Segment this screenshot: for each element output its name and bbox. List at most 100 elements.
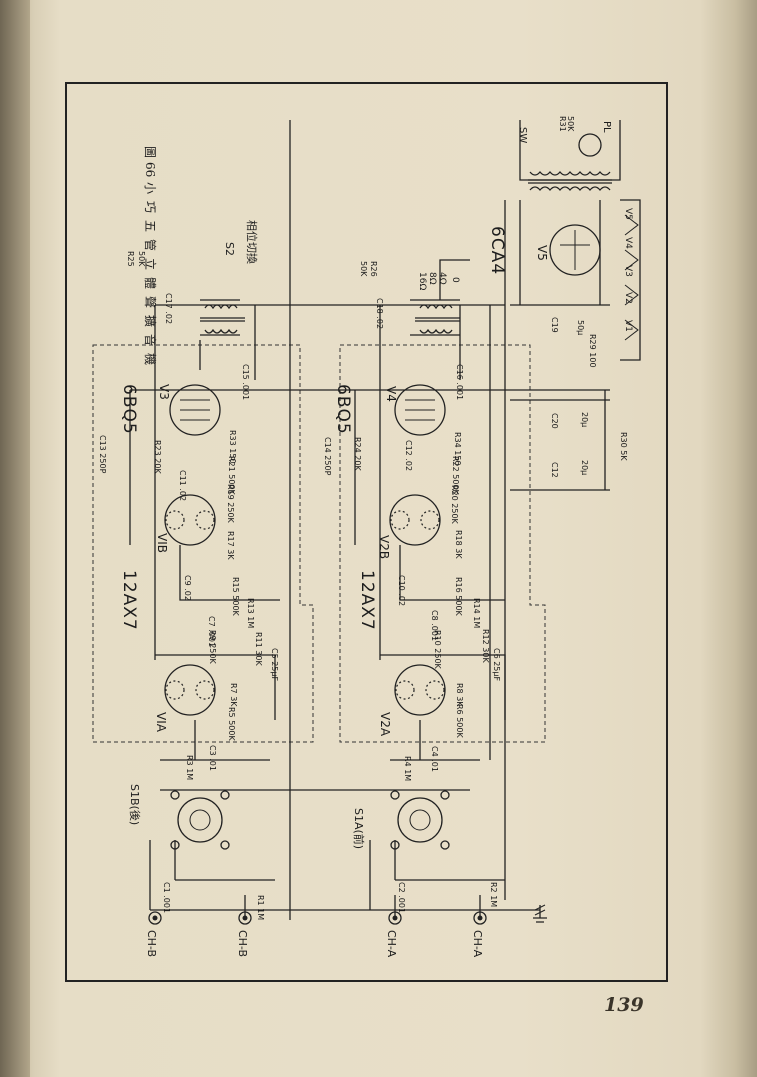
svg-text:V1: V1 xyxy=(623,320,633,332)
pilot-lamp xyxy=(578,133,602,157)
svg-text:V5: V5 xyxy=(535,245,549,261)
svg-text:0: 0 xyxy=(450,277,460,283)
svg-text:16Ω: 16Ω xyxy=(417,272,427,290)
svg-text:C17 .02: C17 .02 xyxy=(164,293,173,324)
tube-type-labels: 12AX7 12AX7 6BQ5 6BQ5 6CA4 xyxy=(119,226,507,631)
svg-text:C5 25μF: C5 25μF xyxy=(270,648,279,681)
svg-text:C12 .02: C12 .02 xyxy=(404,440,413,471)
caption-char: 機 xyxy=(143,353,158,365)
caption-char: 聲 xyxy=(143,296,158,308)
switch-labels: S1B(後) S1A(前) S2 相位切換 SW PL R31 50K xyxy=(128,116,612,849)
svg-text:C18 .02: C18 .02 xyxy=(375,298,384,329)
svg-text:C9 .02: C9 .02 xyxy=(183,575,192,601)
left-channel-shield xyxy=(92,344,314,743)
svg-text:R3 1M: R3 1M xyxy=(185,755,194,780)
svg-text:C8 .001: C8 .001 xyxy=(430,610,439,641)
caption-char: 五 xyxy=(143,220,157,232)
svg-text:R31: R31 xyxy=(558,116,567,132)
svg-text:R7 3K: R7 3K xyxy=(229,683,238,707)
svg-text:R33 150: R33 150 xyxy=(228,430,237,464)
caption-char: 圖 xyxy=(143,146,157,158)
svg-text:CH-B: CH-B xyxy=(236,930,249,957)
caption-char: 小 xyxy=(143,182,157,194)
wiring xyxy=(129,120,621,923)
input-jacks xyxy=(148,911,487,925)
caption-char: 音 xyxy=(143,334,158,346)
svg-text:C12: C12 xyxy=(550,462,559,478)
svg-text:CH-B: CH-B xyxy=(145,930,158,957)
component-labels-left: C17 .02 R25 50K C15 .001 C13 250P R23 20… xyxy=(98,251,279,920)
book-gutter xyxy=(0,0,30,1077)
svg-text:R19 250K: R19 250K xyxy=(226,484,235,524)
caption-char: 擴 xyxy=(143,315,158,327)
svg-text:VIA: VIA xyxy=(154,712,168,733)
tube-v1a xyxy=(164,664,216,716)
svg-text:C14 250P: C14 250P xyxy=(323,437,332,476)
svg-text:R13 1M: R13 1M xyxy=(246,598,255,628)
svg-text:R8 3K: R8 3K xyxy=(455,683,464,707)
tube-v1b xyxy=(164,494,216,546)
svg-text:50K: 50K xyxy=(137,251,146,267)
diagram-frame xyxy=(65,82,668,982)
svg-text:R12 30K: R12 30K xyxy=(481,629,490,663)
svg-text:R20 250K: R20 250K xyxy=(450,485,459,525)
svg-text:C20: C20 xyxy=(550,413,559,429)
svg-text:R30 5K: R30 5K xyxy=(619,432,628,461)
svg-text:V5: V5 xyxy=(623,208,633,220)
svg-text:V3: V3 xyxy=(623,265,633,277)
caption-char: 管 xyxy=(143,239,158,251)
svg-text:V2B: V2B xyxy=(377,535,391,559)
tube-v4 xyxy=(394,384,446,436)
svg-text:8Ω: 8Ω xyxy=(427,272,437,285)
svg-text:50K: 50K xyxy=(566,116,575,132)
tube-type-12ax7-right: 12AX7 xyxy=(357,570,377,631)
svg-text:R21 500K: R21 500K xyxy=(227,456,236,496)
svg-text:V3: V3 xyxy=(157,384,171,400)
input-labels: CH-B CH-B CH-A CH-A xyxy=(145,930,484,958)
svg-text:S2: S2 xyxy=(223,242,236,256)
svg-text:V4: V4 xyxy=(384,386,398,402)
heater-labels: V5 V4 V3 V2 V1 xyxy=(623,208,633,332)
svg-text:R4 1M: R4 1M xyxy=(403,756,412,781)
tube-designators: V3 V4 VIB V2B VIA V2A V5 xyxy=(154,245,549,737)
svg-text:R22 500K: R22 500K xyxy=(451,456,460,496)
svg-text:C6 25μF: C6 25μF xyxy=(492,648,501,681)
svg-text:50μ: 50μ xyxy=(576,320,585,335)
svg-text:C19: C19 xyxy=(550,317,559,333)
svg-text:R9 250K: R9 250K xyxy=(208,630,217,664)
tube-v2a xyxy=(394,664,446,716)
svg-text:V2: V2 xyxy=(623,292,633,304)
svg-text:C1 .001: C1 .001 xyxy=(162,882,171,913)
figure-caption: 圖 66 小 巧 五 管 立 體 聲 擴 音 機 xyxy=(143,146,158,365)
svg-text:R5 500K: R5 500K xyxy=(227,707,236,741)
svg-text:C7 .001: C7 .001 xyxy=(207,616,216,647)
component-labels-right: C18 .02 R26 50K C16 .001 C14 250P R24 20… xyxy=(323,261,501,913)
caption-char: 巧 xyxy=(143,201,157,213)
tube-type-6bq5-left: 6BQ5 xyxy=(119,384,139,435)
svg-text:C2 .001: C2 .001 xyxy=(397,882,406,913)
svg-text:R18 3K: R18 3K xyxy=(454,530,463,559)
tube-type-12ax7-left: 12AX7 xyxy=(119,570,139,631)
caption-char: 66 xyxy=(143,162,157,177)
svg-text:VIB: VIB xyxy=(155,533,169,553)
caption-char: 體 xyxy=(143,277,157,289)
tube-type-6bq5-right: 6BQ5 xyxy=(333,384,353,435)
svg-text:R25: R25 xyxy=(126,251,135,267)
svg-text:C4 .01: C4 .01 xyxy=(430,746,439,772)
svg-text:R26: R26 xyxy=(369,261,378,277)
svg-text:C15 .001: C15 .001 xyxy=(241,364,250,400)
svg-text:R6 500K: R6 500K xyxy=(455,704,464,738)
component-labels-power: C19 50μ R29 100 C20 20μ C12 20μ R30 5K xyxy=(550,317,628,478)
svg-text:V4: V4 xyxy=(623,237,633,249)
tubes xyxy=(164,133,602,716)
svg-text:R23 20K: R23 20K xyxy=(153,440,162,474)
output-tap-labels: 16Ω 8Ω 4Ω 0 xyxy=(417,272,460,290)
svg-text:CH-A: CH-A xyxy=(385,930,398,958)
svg-text:20μ: 20μ xyxy=(580,460,589,475)
svg-text:C11 .02: C11 .02 xyxy=(178,470,187,501)
svg-text:R2 1M: R2 1M xyxy=(489,882,498,907)
caption-char: 立 xyxy=(143,258,158,270)
svg-text:R15 500K: R15 500K xyxy=(231,577,240,617)
svg-text:C3 .01: C3 .01 xyxy=(208,745,217,771)
